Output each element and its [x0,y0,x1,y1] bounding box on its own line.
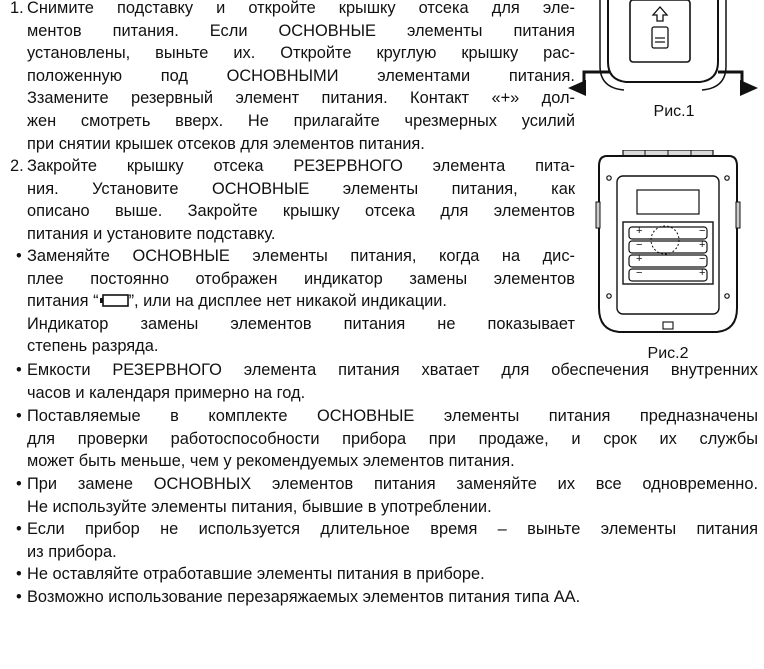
bullet: • [16,588,22,606]
note-line: Заменяйте ОСНОВНЫЕ элементы питания, ког… [27,247,575,265]
step-line: жен смотреть вверх. Не прилагайте чрезме… [27,112,575,130]
figure-2-illustration [595,150,741,333]
bullet: • [16,407,22,425]
minus-sign: − [636,239,643,251]
step-line: Ззамените резервный элемент питания. Кон… [27,89,575,108]
step-line: положенную под ОСНОВНЫМИ элементами пита… [27,66,575,85]
step-line: Закройте крышку отсека РЕЗЕРВНОГО элемен… [27,157,575,175]
step-number: 1. [10,0,24,17]
note-line: из прибора. [27,542,117,561]
bullet: • [16,520,22,538]
step-line: при снятии крышек отсеков для элементов … [27,134,425,153]
note-line: Возможно использование перезаряжаемых эл… [27,588,581,606]
figure-1-caption: Рис.1 [653,103,695,120]
step-line: описано выше. Закройте крышку отсека для… [27,202,575,221]
plus-sign: + [636,225,643,237]
bullet: • [16,475,22,493]
note-line: Не оставляйте отработавшие элементы пита… [27,565,485,583]
minus-sign: − [699,253,706,265]
minus-sign: − [636,267,643,279]
note-line: Индикатор замены элементов питания не по… [27,314,575,333]
note-line: для проверки работоспособности прибора п… [27,429,758,448]
note-line: степень разряда. [27,337,159,356]
step-line: Снимите подставку и откройте крышку отсе… [27,0,575,17]
step-number: 2. [10,157,24,175]
step-line: ментов питания. Если ОСНОВНЫЕ элементы п… [27,21,575,40]
plus-sign: + [636,253,643,265]
note-line: При замене ОСНОВНЫХ элементов питания за… [27,475,758,493]
note-line: плее постоянно отображен индикатор замен… [27,269,575,288]
note-line: может быть меньше, чем у рекомендуемых э… [27,452,515,471]
bullet: • [16,247,22,265]
minus-sign: − [699,225,706,237]
indicator-suffix: ”, или на дисплее нет никакой индикации. [128,292,447,311]
plus-sign: + [699,239,706,251]
step-line: установлены, выньте их. Откройте круглую… [27,44,575,63]
note-line: Не используйте элементы питания, бывшие … [27,497,492,516]
step-line: питания и установите подставку. [27,224,276,243]
bullet: • [16,565,22,583]
bullet: • [16,361,22,379]
note-line: Поставляемые в комплекте ОСНОВНЫЕ элемен… [27,407,758,425]
note-line-indicator: питания “ ”, или на дисплее нет никакой и… [27,290,575,313]
note-line: Емкости РЕЗЕРВНОГО элемента питания хват… [27,361,758,379]
note-line: часов и календаря примерно на год. [27,383,306,402]
figure-1-illustration [568,0,758,96]
note-line: Если прибор не используется длительное в… [27,520,758,538]
battery-indicator-icon [99,291,129,307]
step-line: ния. Установите ОСНОВНЫЕ элементы питани… [27,179,575,198]
indicator-prefix: питания “ [27,292,99,311]
plus-sign: + [699,267,706,279]
figure-2-caption: Рис.2 [647,345,689,362]
